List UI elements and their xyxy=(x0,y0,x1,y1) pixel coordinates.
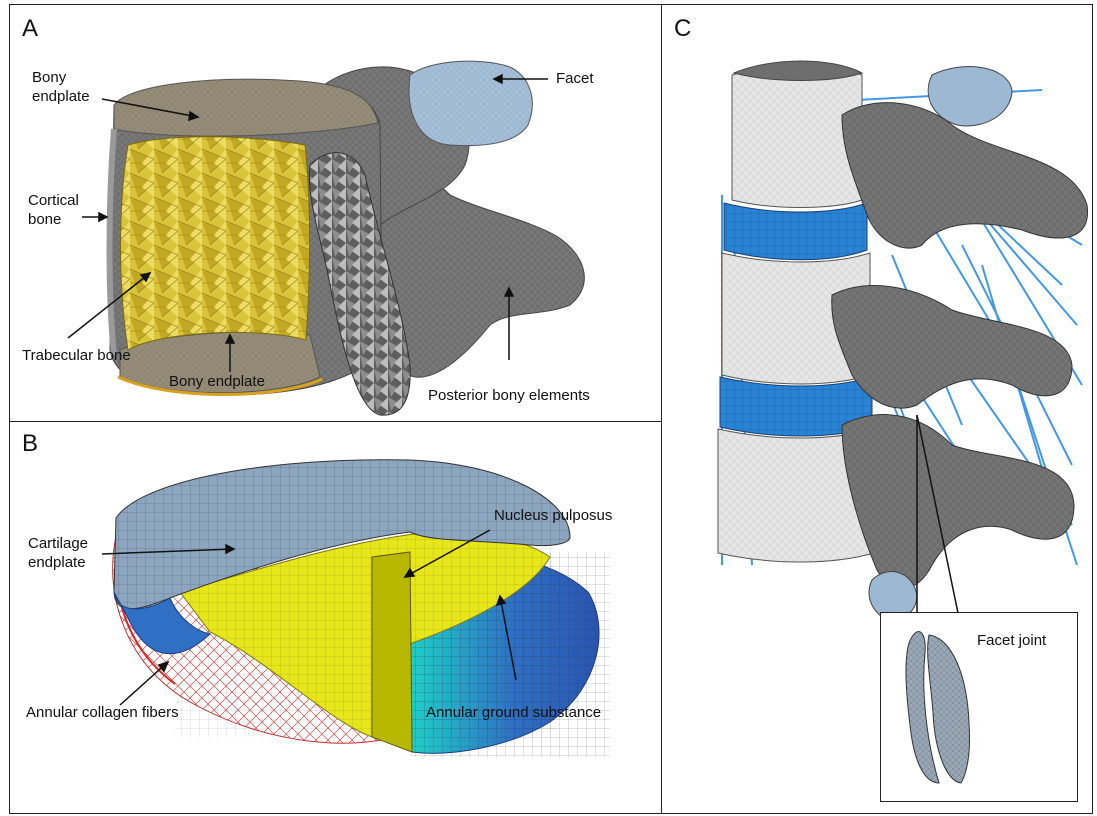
panel-a: A xyxy=(9,4,663,423)
intervertebral-disc-illustration xyxy=(10,422,663,814)
label-cortical-bone: Cortical bone xyxy=(28,191,79,229)
facet-joint-surface-right xyxy=(928,635,970,783)
label-bony-endplate-top: Bony endplate xyxy=(32,68,90,106)
trabecular-core xyxy=(121,137,310,350)
label-bony-endplate-bottom: Bony endplate xyxy=(169,372,265,391)
label-posterior-bony-elements: Posterior bony elements xyxy=(428,386,590,405)
facet-surface xyxy=(409,61,532,145)
vertebral-body-upper xyxy=(732,66,862,208)
posterior-element-lower xyxy=(842,415,1074,589)
label-facet-joint: Facet joint xyxy=(977,631,1046,650)
label-nucleus-pulposus: Nucleus pulposus xyxy=(494,506,612,525)
cut-wall xyxy=(372,552,412,752)
facet-upper xyxy=(928,67,1012,126)
label-cartilage-endplate: Cartilage endplate xyxy=(28,534,88,572)
label-facet: Facet xyxy=(556,69,594,88)
posterior-element-middle xyxy=(832,286,1072,409)
disc-upper xyxy=(724,203,867,260)
label-trabecular-bone: Trabecular bone xyxy=(22,346,131,365)
bony-endplate-top-surface xyxy=(114,79,378,136)
panel-c: C xyxy=(661,4,1093,814)
label-annular-collagen-fibers: Annular collagen fibers xyxy=(26,703,179,722)
facet-joint-inset: Facet joint xyxy=(880,612,1078,802)
panel-b: B xyxy=(9,421,663,814)
label-annular-ground-substance: Annular ground substance xyxy=(426,703,601,722)
